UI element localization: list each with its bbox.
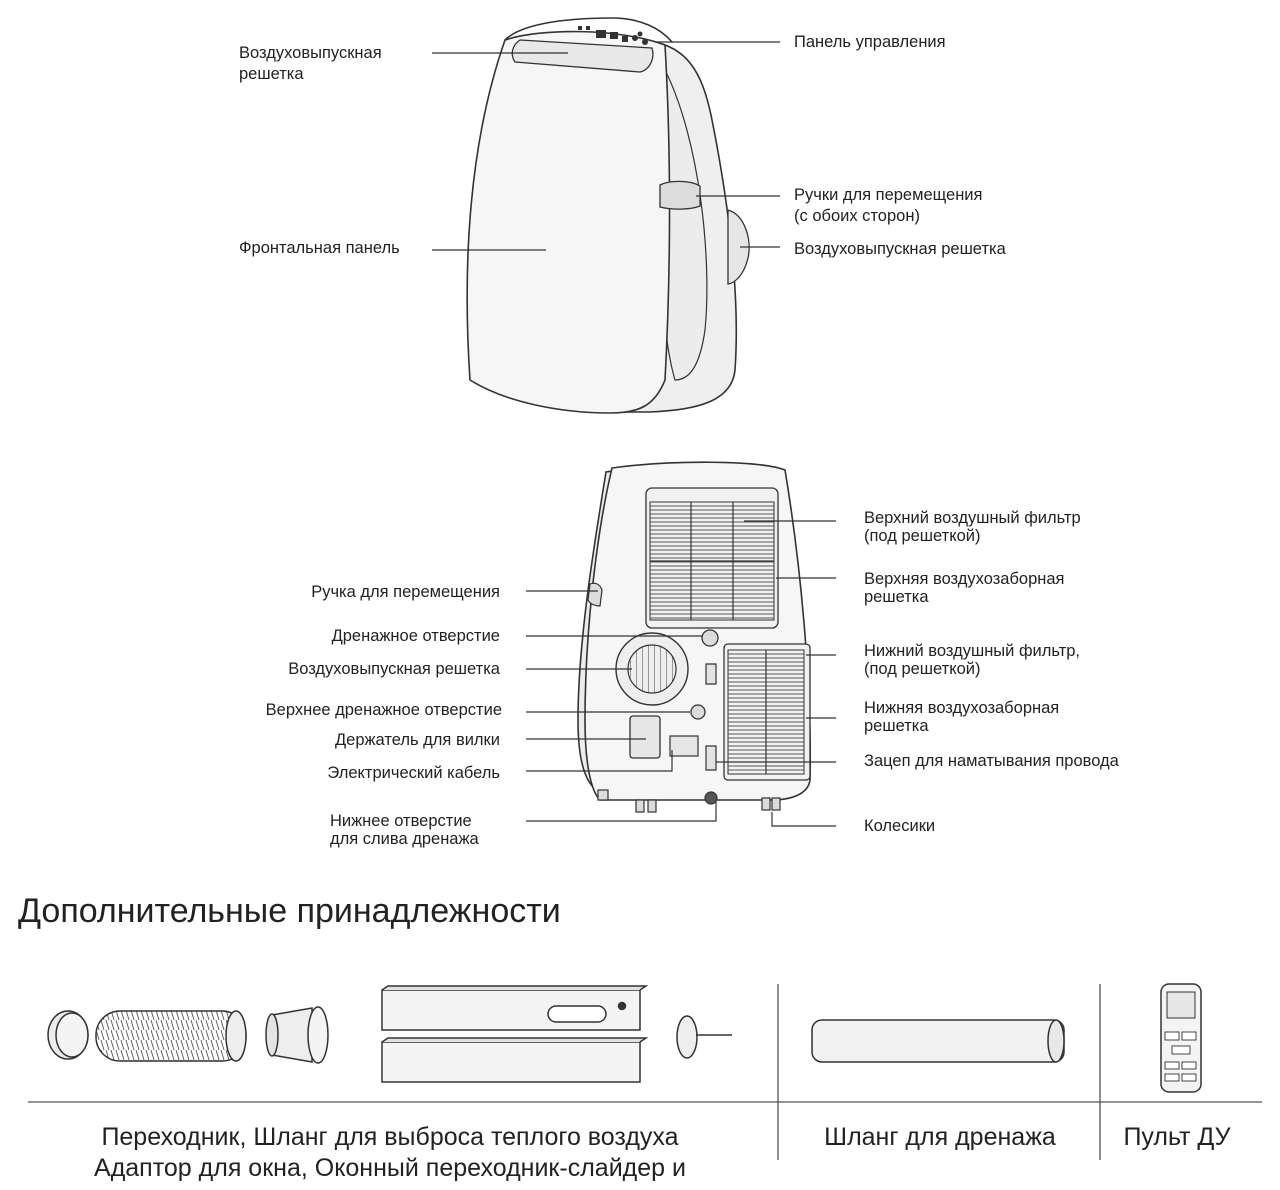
label-lower-filter-line1: Нижний воздушный фильтр, <box>864 642 1081 660</box>
label-handles: Ручки для перемещения (с обоих сторон) <box>794 185 982 227</box>
back-unit-drawing <box>577 461 812 813</box>
label-power-cable: Электрический кабель <box>327 764 500 782</box>
caption-drain-hose: Шланг для дренажа <box>824 1123 1056 1151</box>
back-leader-lines <box>526 520 836 827</box>
label-lower-intake: Нижняя воздухозаборная решетка <box>864 699 1059 735</box>
label-handles-line2: (с обоих сторон) <box>794 207 920 225</box>
label-upper-filter-line2: (под решеткой) <box>864 527 981 545</box>
label-upper-intake-line2: решетка <box>864 588 929 606</box>
caption-kit-line2: Адаптор для окна, Оконный переходник-сла… <box>94 1154 686 1182</box>
label-drain-hole: Дренажное отверстие <box>331 627 500 645</box>
label-air-outlet-side: Воздуховыпускная решетка <box>794 240 1006 258</box>
label-cord-hook: Зацеп для наматывания провода <box>864 752 1119 770</box>
label-air-outlet-back: Воздуховыпускная решетка <box>288 660 500 678</box>
label-handles-line1: Ручки для перемещения <box>794 186 983 204</box>
label-plug-holder: Держатель для вилки <box>334 731 500 749</box>
label-air-outlet-top-line2: решетка <box>239 65 304 83</box>
label-air-outlet-top: Воздуховыпускная решетка <box>239 43 382 85</box>
label-bottom-drain-line1: Нижнее отверстие <box>330 812 472 830</box>
label-control-panel: Панель управления <box>794 33 946 51</box>
label-lower-filter-line2: (под решеткой) <box>864 660 981 678</box>
label-upper-intake: Верхняя воздухозаборная решетка <box>864 570 1064 606</box>
label-upper-filter: Верхний воздушный фильтр (под решеткой) <box>864 509 1081 545</box>
label-lower-intake-line2: решетка <box>864 717 929 735</box>
label-wheels: Колесики <box>864 817 936 835</box>
label-front-panel: Фронтальная панель <box>239 239 400 257</box>
front-leader-lines <box>432 41 780 251</box>
accessories-title: Дополнительные принадлежности <box>18 892 561 930</box>
label-air-outlet-top-line1: Воздуховыпускная <box>239 44 382 62</box>
label-lower-filter: Нижний воздушный фильтр, (под решеткой) <box>864 642 1080 678</box>
label-lower-intake-line1: Нижняя воздухозаборная <box>864 699 1060 717</box>
accessory-drawings <box>47 983 1202 1093</box>
accessory-separators <box>28 984 1262 1160</box>
front-unit-drawing <box>466 17 750 414</box>
caption-remote: Пульт ДУ <box>1123 1123 1231 1151</box>
label-bottom-drain: Нижнее отверстие для слива дренажа <box>330 812 570 848</box>
caption-kit-line1: Переходник, Шланг для выброса теплого во… <box>101 1123 679 1151</box>
label-handle: Ручка для перемещения <box>311 583 500 601</box>
label-bottom-drain-line2: для слива дренажа <box>330 830 479 848</box>
label-upper-intake-line1: Верхняя воздухозаборная <box>864 570 1065 588</box>
label-upper-filter-line1: Верхний воздушный фильтр <box>864 509 1081 527</box>
label-upper-drain: Верхнее дренажное отверстие <box>265 701 502 719</box>
caption-kit: Переходник, Шланг для выброса теплого во… <box>20 1122 760 1184</box>
